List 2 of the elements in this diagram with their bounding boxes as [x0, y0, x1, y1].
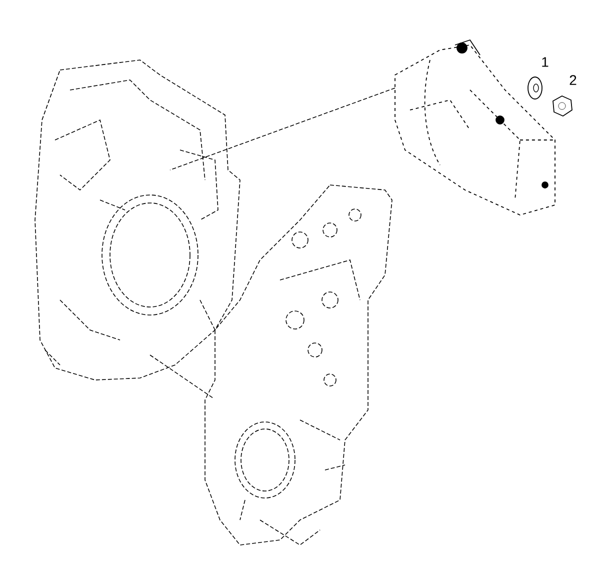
callout-number: 1 [542, 57, 548, 67]
callout-number: 2 [570, 75, 576, 85]
